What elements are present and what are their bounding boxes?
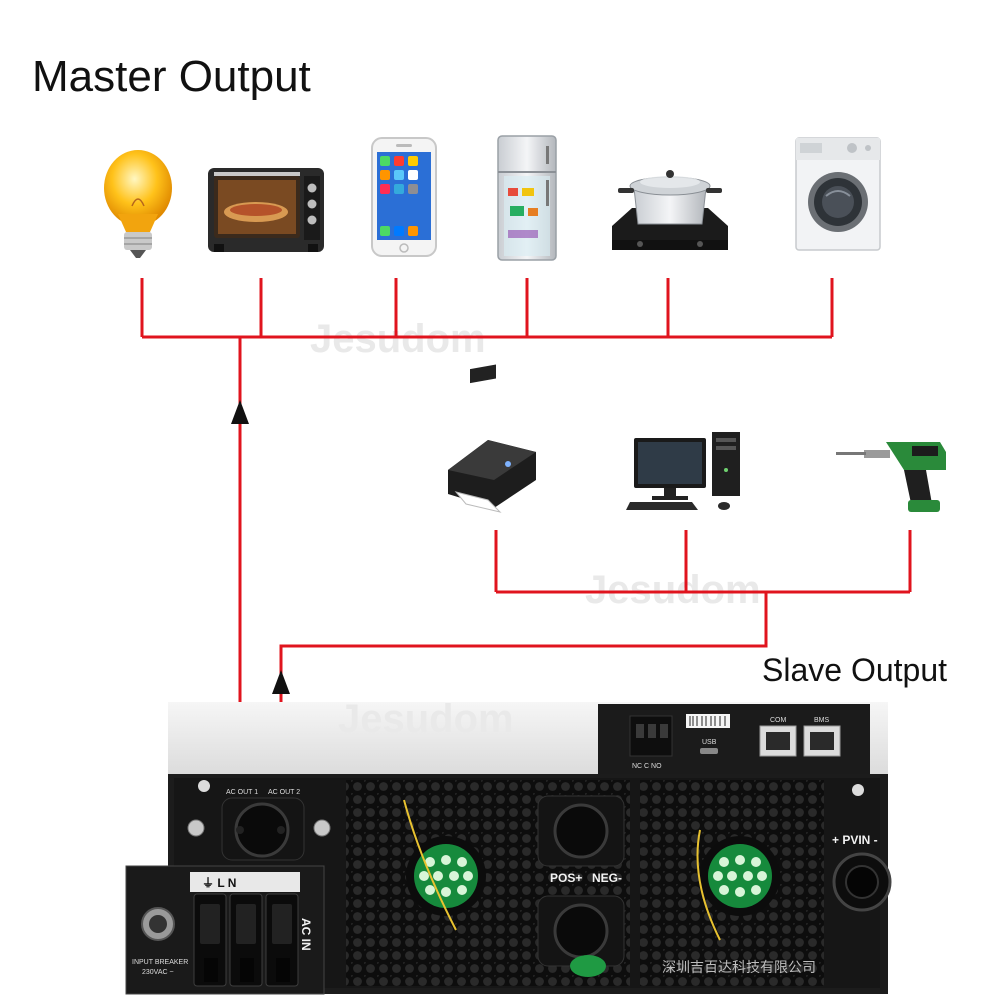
printer-icon [448, 364, 536, 513]
relay-label: NC C NO [632, 763, 662, 770]
bms-label: BMS [814, 717, 830, 724]
lightbulb-icon [104, 150, 172, 258]
input-breaker-label: INPUT BREAKER [132, 959, 188, 966]
smartphone-icon [371, 137, 437, 257]
slave-output-title: Slave Output [762, 652, 947, 688]
battery-pos-label: POS+ [550, 871, 582, 885]
usb-port [700, 748, 718, 754]
watermark-top: Jesudom [310, 317, 486, 361]
watermark-inverter: Jesudom [338, 697, 514, 741]
power-drill-icon [836, 442, 946, 512]
watermark-middle: Jesudom [585, 568, 761, 612]
washing-machine-icon [795, 137, 881, 251]
battery-neg-label: NEG- [592, 871, 622, 885]
ground-screw-left [187, 819, 205, 837]
com-label: COM [770, 717, 787, 724]
terminal-labels: ⏚ L N [202, 876, 236, 890]
certification-badge [570, 955, 606, 977]
breaker-terminals [193, 893, 299, 987]
voltage-label: 230VAC ~ [142, 969, 174, 976]
cooktop-icon [612, 170, 728, 250]
refrigerator-icon [497, 135, 557, 261]
master-arrow-icon [231, 400, 249, 424]
terminal-label-strip [190, 872, 300, 892]
hybrid-inverter: Jesudom NC C NO USB COM BMS [125, 697, 892, 995]
usb-label: USB [702, 739, 717, 746]
master-output-title: Master Output [32, 52, 311, 101]
ground-screw-right [313, 819, 331, 837]
ac-out-1-label: AC OUT 1 [226, 789, 258, 796]
pv-input-label: + PVIN - [832, 833, 878, 847]
slave-arrow-icon [272, 670, 290, 694]
manufacturer-text: 深圳吉百达科技有限公司 [662, 960, 816, 976]
ac-in-label: AC IN [299, 918, 313, 951]
oven-icon [208, 168, 324, 252]
ac-out-2-label: AC OUT 2 [268, 789, 300, 796]
desktop-computer-icon [626, 432, 740, 510]
